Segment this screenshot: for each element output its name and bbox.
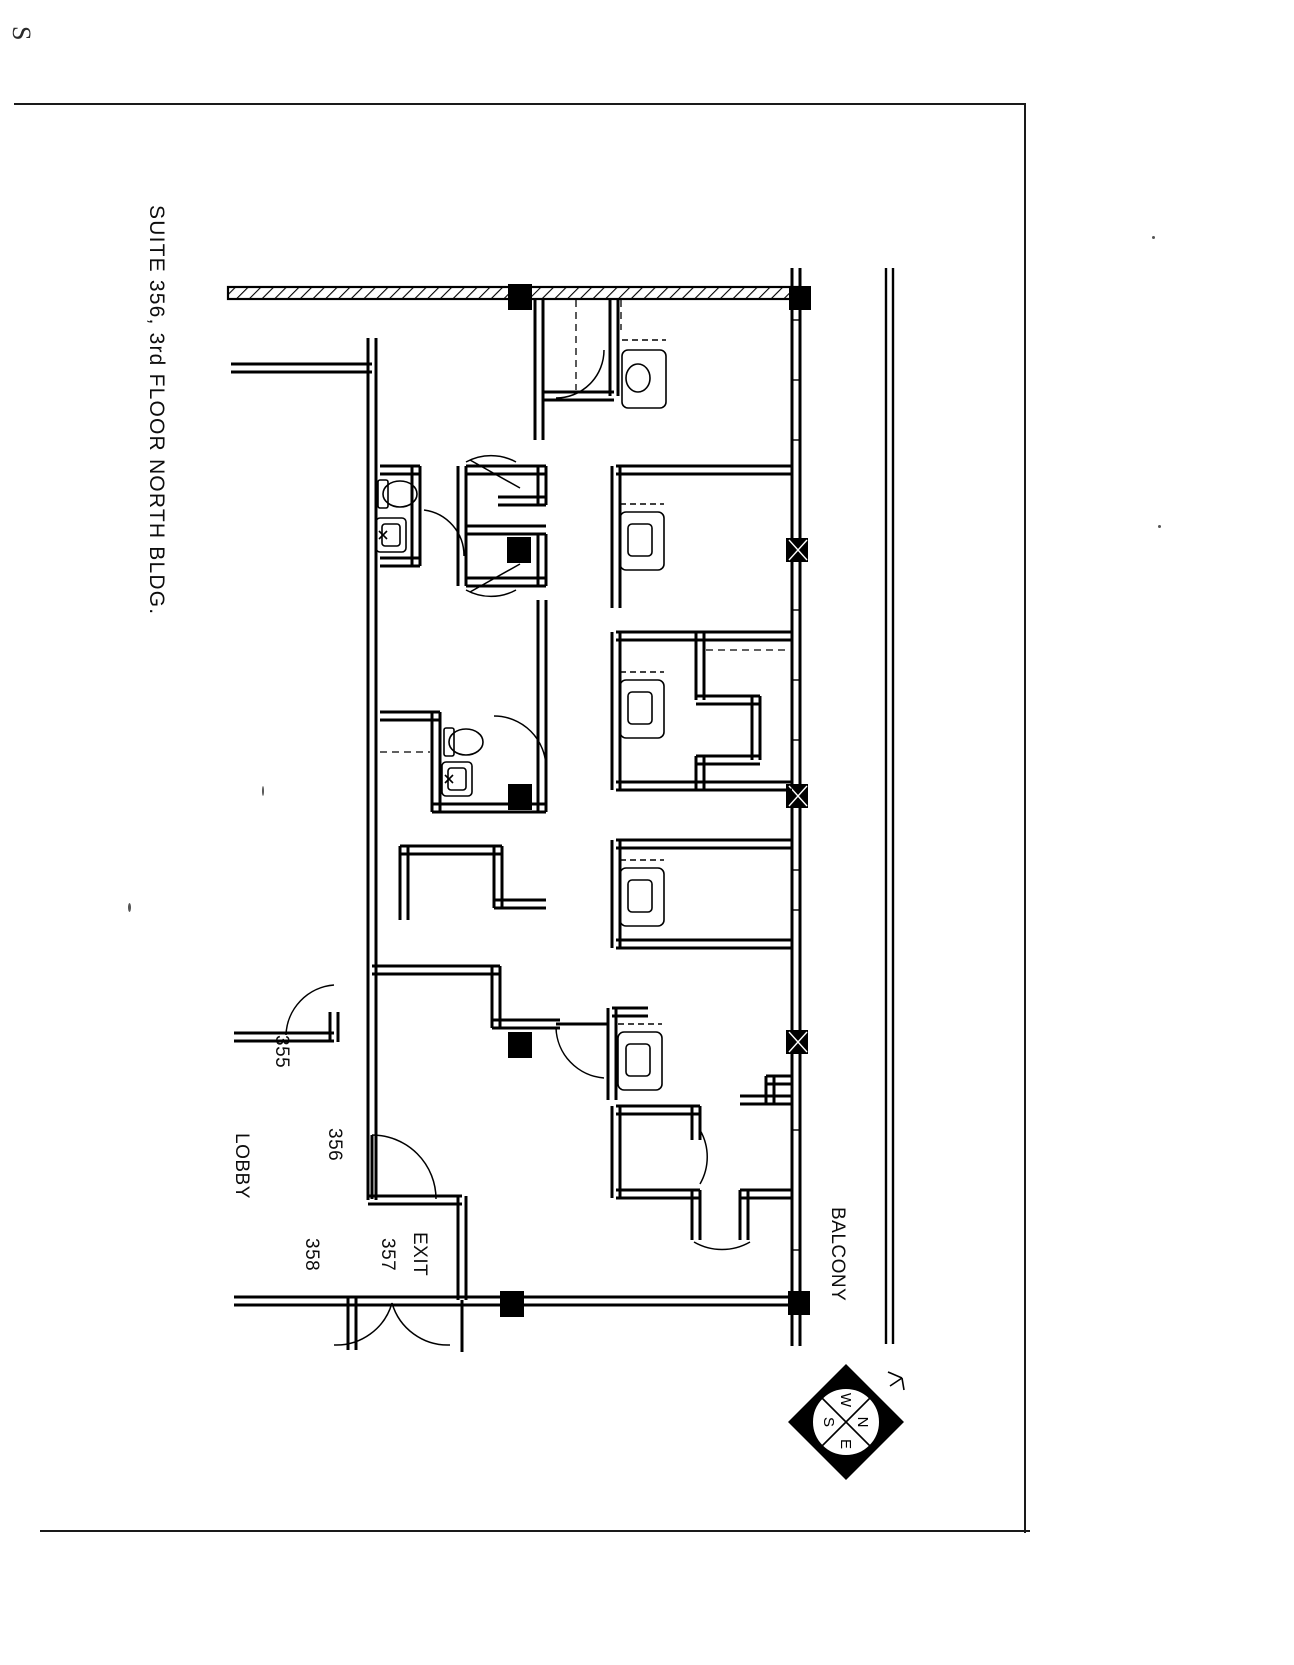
compass-north: N: [854, 1417, 871, 1428]
compass-rose: N S E W: [788, 1364, 904, 1480]
door-swing-restroom-middle: [493, 715, 547, 769]
restroom-upper: [380, 464, 422, 568]
fixture-wc-2: [619, 503, 665, 571]
closet-dashed-1: [575, 300, 622, 390]
scan-border-right: [1024, 103, 1026, 1533]
office-room-5: [606, 1006, 648, 1100]
mech-closet-lower-right: [740, 1074, 792, 1106]
door-swing-restroom-upper: [423, 509, 465, 557]
door-swing-358: [333, 1302, 393, 1346]
fixture-toilet-upper: [377, 479, 418, 509]
fixture-sink-upper: [375, 517, 407, 553]
office-room-1: [533, 300, 620, 440]
column-cross-hatch: [788, 539, 808, 1053]
fixture-wc-1: [621, 339, 667, 409]
door-swing-center-a: [465, 454, 517, 463]
lobby-door-jamb-355: [328, 1012, 340, 1042]
scan-border-top: [14, 103, 1026, 105]
lobby-wall-lower: [234, 1295, 352, 1307]
scan-speck: [1152, 236, 1155, 239]
door-swing-reception: [555, 1027, 605, 1079]
office-room-2: [610, 464, 792, 608]
compass-west: W: [837, 1393, 854, 1408]
door-swing-center-b: [465, 589, 517, 598]
scan-speck: [128, 903, 131, 912]
restroom-middle: [380, 600, 548, 814]
office-cluster-lower-right: [610, 1104, 792, 1240]
window-mullions: [793, 319, 799, 1251]
door-swing-355: [285, 984, 335, 1036]
scan-border-bottom: [40, 1530, 1030, 1532]
stray-mark: [887, 1371, 905, 1391]
door-swing-lower-right-b: [693, 1241, 751, 1251]
fixture-wc-3: [619, 671, 665, 739]
office-room-4: [610, 838, 792, 950]
plan-geometry: [226, 268, 895, 1352]
corner-office-right: [694, 630, 792, 792]
office-room-3: [610, 630, 700, 792]
compass-south: S: [820, 1417, 837, 1427]
lobby-wall-upper: [234, 1031, 334, 1043]
scan-speck: [262, 786, 264, 796]
fixture-toilet-middle: [443, 727, 484, 757]
scan-speck: [1158, 525, 1161, 528]
door-swing-356: [371, 1134, 437, 1200]
suite-entry-wall: [368, 1194, 468, 1300]
compass-east: E: [837, 1439, 854, 1449]
door-leaf-center-a: [469, 459, 521, 489]
door-swing-357: [391, 1302, 451, 1346]
center-partition-block: [456, 464, 548, 588]
fixture-wc-5: [617, 1023, 663, 1091]
door-swing-lower-right-a: [699, 1129, 708, 1185]
interior-spine-wall: [366, 338, 378, 1200]
fixture-wc-4: [619, 859, 665, 927]
door-leaf-center-b: [469, 563, 521, 593]
reception-partition: [372, 964, 560, 1030]
balcony-rail: [884, 268, 895, 1344]
open-workroom: [398, 844, 546, 920]
fixture-sink-middle: [441, 761, 473, 797]
door-swing-office-1: [555, 349, 605, 399]
corridor-wall-upper-left: [231, 362, 372, 374]
